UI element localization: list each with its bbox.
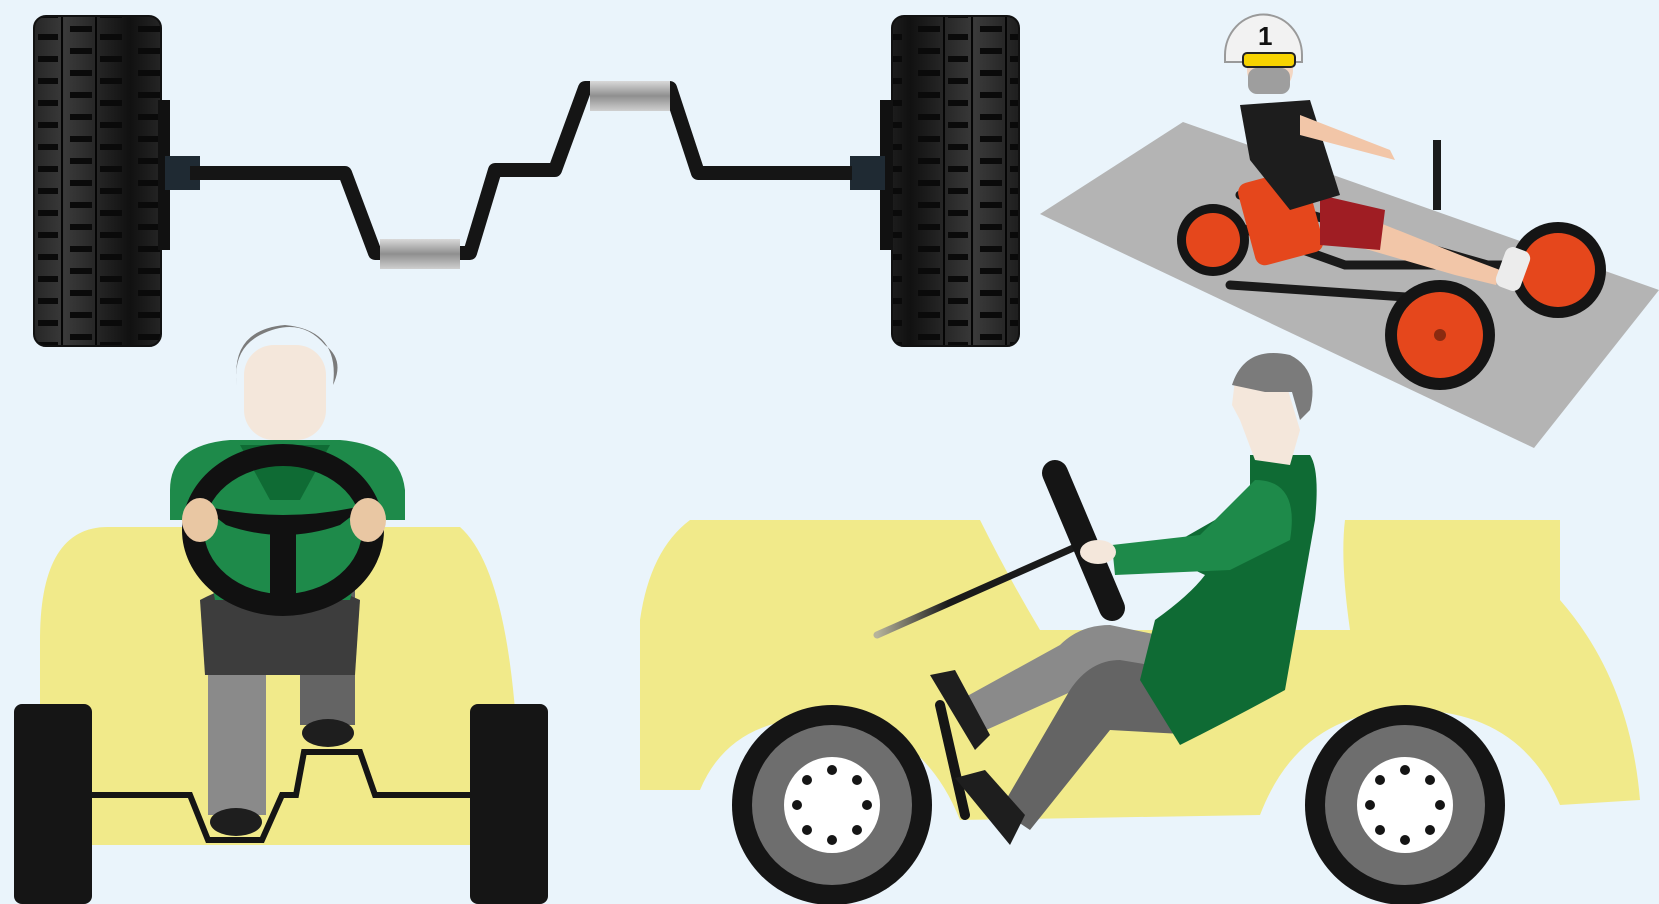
left-shoe — [210, 808, 262, 836]
front-left-hand — [182, 498, 218, 542]
right-tire-flange — [850, 156, 885, 190]
kart-wheel-rear-left — [1177, 204, 1249, 276]
axle-top-view — [34, 16, 1019, 346]
side-front-wheel — [1305, 705, 1505, 904]
crank-axle — [190, 88, 852, 253]
right-tire — [892, 16, 1019, 346]
kid-pedal-kart-photo: 1 — [1040, 15, 1659, 448]
side-rear-wheel — [732, 705, 932, 904]
side-driver-hand — [1080, 540, 1116, 564]
front-driver-face — [244, 345, 326, 440]
driver-front-view — [14, 325, 548, 904]
helmet-number: 1 — [1258, 21, 1272, 51]
driver-side-view — [640, 353, 1640, 904]
crank-bushing-low — [380, 239, 460, 269]
steering-wheel-side — [1055, 473, 1112, 608]
front-right-hand — [350, 498, 386, 542]
left-tire — [34, 16, 161, 346]
right-shoe — [302, 719, 354, 747]
child-glasses — [1243, 53, 1295, 67]
front-right-wheel — [470, 704, 548, 904]
crank-bushing-high — [590, 81, 670, 111]
front-left-wheel — [14, 704, 92, 904]
child-mask — [1248, 68, 1290, 94]
kart-wheel-front-left — [1385, 280, 1495, 390]
